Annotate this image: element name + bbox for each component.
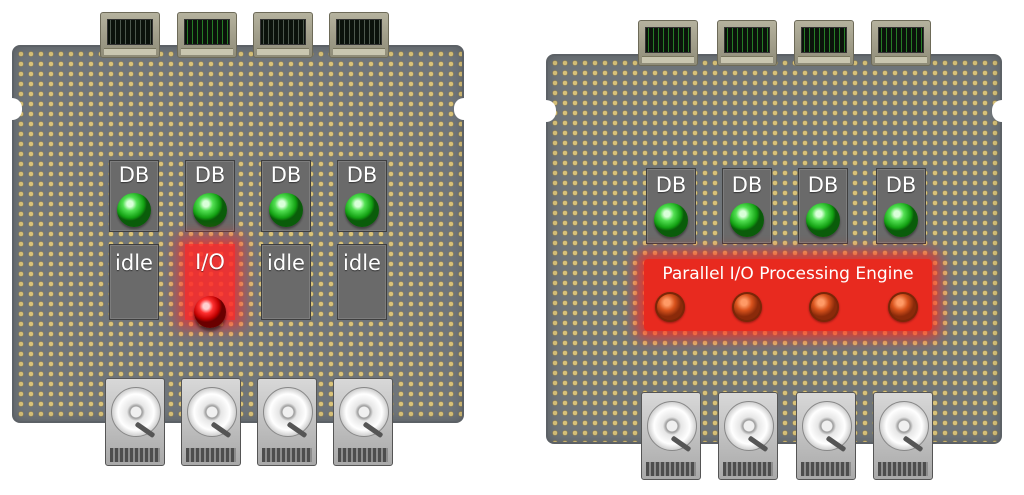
board-notch [12, 98, 22, 120]
db-core: DB [337, 160, 387, 232]
db-label: DB [731, 173, 763, 197]
led-icon [809, 292, 839, 322]
led-icon [654, 203, 688, 237]
idle-core: idle [261, 244, 311, 320]
hard-disk-icon [105, 378, 165, 466]
led-icon [884, 203, 918, 237]
board-notch [454, 98, 464, 120]
idle-core: idle [337, 244, 387, 320]
hard-disk-icon [641, 392, 701, 480]
io-core: I/O [185, 244, 235, 328]
db-label: DB [118, 163, 150, 187]
task-label: idle [115, 251, 153, 275]
memory-module-icon [253, 12, 313, 58]
db-core: DB [798, 168, 848, 244]
idle-core: idle [109, 244, 159, 320]
parallel-io-engine: Parallel I/O Processing Engine [644, 259, 932, 331]
circuit-board [546, 54, 1002, 444]
db-label: DB [655, 173, 687, 197]
board-notch [546, 100, 556, 122]
board-notch [992, 100, 1002, 122]
led-icon [345, 193, 379, 227]
engine-label: Parallel I/O Processing Engine [662, 264, 914, 284]
led-icon [730, 203, 764, 237]
hard-disk-icon [796, 392, 856, 480]
db-label: DB [885, 173, 917, 197]
db-core: DB [261, 160, 311, 232]
memory-module-icon [794, 20, 854, 66]
memory-module-icon [100, 12, 160, 58]
db-label: DB [194, 163, 226, 187]
circuit-board [12, 45, 464, 423]
hard-disk-icon [257, 378, 317, 466]
memory-module-icon [717, 20, 777, 66]
db-label: DB [270, 163, 302, 187]
led-icon [193, 193, 227, 227]
hard-disk-icon [873, 392, 933, 480]
task-label: idle [267, 251, 305, 275]
db-core: DB [185, 160, 235, 232]
led-icon [655, 292, 685, 322]
db-label: DB [346, 163, 378, 187]
memory-module-icon [638, 20, 698, 66]
task-label: idle [343, 251, 381, 275]
db-core: DB [646, 168, 696, 244]
led-icon [888, 292, 918, 322]
hard-disk-icon [333, 378, 393, 466]
hard-disk-icon [181, 378, 241, 466]
led-icon [194, 296, 226, 328]
led-icon [269, 193, 303, 227]
memory-module-icon [871, 20, 931, 66]
hard-disk-icon [718, 392, 778, 480]
led-icon [806, 203, 840, 237]
db-label: DB [807, 173, 839, 197]
memory-module-icon [329, 12, 389, 58]
led-icon [117, 193, 151, 227]
led-icon [732, 292, 762, 322]
db-core: DB [722, 168, 772, 244]
task-label: I/O [195, 250, 225, 274]
db-core: DB [109, 160, 159, 232]
memory-module-icon [177, 12, 237, 58]
db-core: DB [876, 168, 926, 244]
